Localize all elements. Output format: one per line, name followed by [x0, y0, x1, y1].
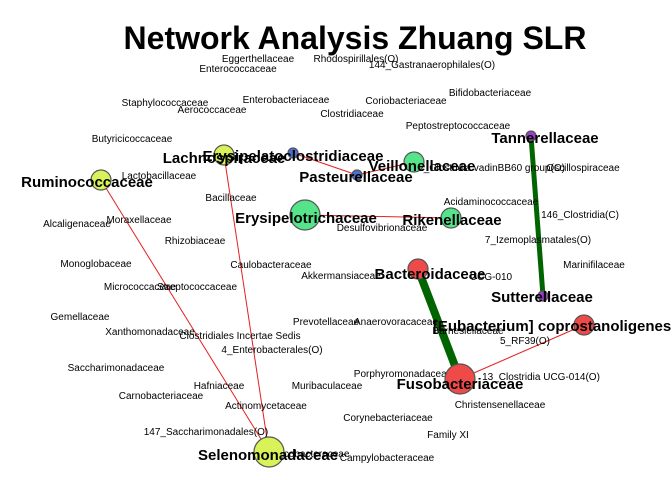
taxon-label-xanthomonadaceae: Xanthomonadaceae — [105, 327, 195, 338]
node-label-ruminococcaceae: Ruminococcaceae — [21, 174, 153, 191]
node-label-eubacterium-coprostanoligenes: [Eubacterium] coprostanoligenes — [433, 318, 671, 335]
taxon-label-4-enterobacterales-o: 4_Enterobacterales(O) — [221, 345, 322, 356]
node-erysipelotrichaceae — [289, 199, 321, 231]
taxon-label-rhodospirillales-o: Rhodospirillales(O) — [313, 54, 398, 65]
taxon-label-carnobacteriaceae: Carnobacteriaceae — [119, 391, 204, 402]
taxon-label-streptococcaceae: Streptococcaceae — [157, 282, 237, 293]
taxon-label-marinifilaceae: Marinifilaceae — [563, 260, 625, 271]
taxon-label-family-xi: Family XI — [427, 430, 469, 441]
node-label-veillonellaceae: Veillonellaceae — [369, 158, 476, 175]
taxon-label-monoglobaceae: Monoglobaceae — [60, 259, 132, 270]
taxon-label-aerococcaceae: Aerococcaceae — [178, 105, 247, 116]
taxon-label-christensenellaceae: Christensenellaceae — [455, 400, 546, 411]
taxon-label-enterobacteriaceae: Enterobacteriaceae — [243, 95, 330, 106]
taxon-label-acidaminococcaceae: Acidaminococcaceae — [444, 197, 539, 208]
taxon-label-oscillospiraceae: Oscillospiraceae — [546, 163, 620, 174]
node-erysipelatoclostridiaceae — [287, 147, 299, 159]
taxon-label-144-gastranaerophilales-o: 144_Gastranaerophilales(O) — [369, 60, 495, 71]
node-label-tannerellaceae: Tannerellaceae — [491, 130, 598, 147]
node-label-selenomonadaceae: Selenomonadaceae — [198, 447, 338, 464]
nodes-layer — [90, 130, 595, 468]
node-selenomonadaceae — [253, 436, 285, 468]
taxon-label-13-clostridia-ucg-014-o: 13_Clostridia UCG-014(O) — [482, 372, 600, 383]
taxon-label-akkermansiaceae: Akkermansiaceae — [301, 271, 381, 282]
edge-bacteroidaceae-fusobacteriaceae — [414, 267, 464, 381]
figure-title: Network Analysis Zhuang SLR — [123, 20, 587, 56]
node-bacteroidaceae — [407, 258, 429, 280]
taxon-label-helicobacteraceae: Helicobacteraceae — [267, 449, 350, 460]
taxon-label-146-clostridia-c: 146_Clostridia(C) — [541, 210, 619, 221]
edge-erysipelotrichaceae-rikenellaceae — [304, 214, 452, 219]
taxon-label-moraxellaceae: Moraxellaceae — [106, 215, 171, 226]
edge-fusobacteriaceae-eubacterium-coprostanoligenes — [459, 324, 585, 380]
edges-layer — [100, 135, 585, 453]
taxon-label-micrococcaceae: Micrococcaceae — [104, 282, 177, 293]
taxon-label-7-izemoplasmatales-o: 7_Izemoplasmatales(O) — [485, 235, 591, 246]
taxon-label-barnesiellaceae: Barnesiellaceae — [432, 326, 504, 337]
taxon-label-staphylococcaceae: Staphylococcaceae — [122, 98, 209, 109]
node-eubacterium-coprostanoligenes — [573, 314, 595, 336]
node-label-rikenellaceae: Rikenellaceae — [402, 212, 501, 229]
taxon-label-caulobacteraceae: Caulobacteraceae — [230, 260, 312, 271]
node-rikenellaceae — [440, 207, 462, 229]
edge-erysipelatoclostridiaceae-pasteurellaceae — [292, 152, 358, 176]
unconnected-labels-layer: Eggerthellaceae Rhodospirillales(O)144_Ga… — [43, 54, 625, 464]
taxon-label-muribaculaceae: Muribaculaceae — [292, 381, 363, 392]
taxon-label-gemellaceae: Gemellaceae — [51, 312, 110, 323]
taxon-label-desulfovibrionaceae: Desulfovibrionaceae — [337, 223, 428, 234]
taxon-label-enterococcaceae: Enterococcaceae — [199, 64, 277, 75]
edge-lachnospiraceae-selenomonadaceae — [223, 154, 270, 453]
taxon-label-alcaligenaceae: Alcaligenaceae — [43, 219, 111, 230]
taxon-label-5-rf39-o: 5_RF39(O) — [500, 336, 550, 347]
taxon-label-peptostreptococcaceae: Peptostreptococcaceae — [406, 121, 511, 132]
taxon-label-eggerthellaceae: Eggerthellaceae — [222, 54, 295, 65]
taxon-label-147-saccharimonadales-o: 147_Saccharimonadales(O) — [144, 427, 269, 438]
taxon-label-clostridiaceae: Clostridiaceae — [320, 109, 384, 120]
taxon-label-rhizobiaceae: Rhizobiaceae — [165, 236, 226, 247]
node-labels-layer: Ruminococcaceae LachnospiraceaeSelenomona… — [21, 130, 671, 464]
edge-tannerellaceae-sutterellaceae — [528, 135, 546, 297]
node-label-pasteurellaceae: Pasteurellaceae — [299, 169, 412, 186]
taxon-label-butyricicoccaceae: Butyricicoccaceae — [92, 134, 173, 145]
taxon-label-131-clostridia-vadinbb60-group-o: 131_Clostridia vadinBB60 group(O) — [407, 163, 565, 174]
taxon-label-actinomycetaceae: Actinomycetaceae — [225, 401, 307, 412]
node-label-lachnospiraceae: Lachnospiraceae — [163, 150, 286, 167]
taxon-label-corynebacteriaceae: Corynebacteriaceae — [343, 413, 433, 424]
node-pasteurellaceae — [351, 169, 363, 181]
node-label-erysipelatoclostridiaceae: Erysipelatoclostridiaceae — [203, 148, 384, 165]
taxon-label-prevotellaceae: Prevotellaceae — [293, 317, 360, 328]
edge-ruminococcaceae-selenomonadaceae — [100, 179, 270, 453]
taxon-label-ucg-010: UCG-010 — [470, 272, 513, 283]
taxon-label-lactobacillaceae: Lactobacillaceae — [122, 171, 197, 182]
taxon-label-bifidobacteriaceae: Bifidobacteriaceae — [449, 88, 532, 99]
node-sutterellaceae — [537, 290, 549, 302]
taxon-label-clostridiales-incertae-sedis: Clostridiales Incertae Sedis — [179, 331, 300, 342]
node-ruminococcaceae — [90, 169, 112, 191]
taxon-label-hafniaceae: Hafniaceae — [194, 381, 245, 392]
taxon-label-porphyromonadaceae: Porphyromonadaceae — [354, 369, 453, 380]
taxon-label-anaerovoracaceae: Anaerovoracaceae — [354, 317, 438, 328]
node-tannerellaceae — [525, 130, 537, 142]
node-label-bacteroidaceae: Bacteroidaceae — [375, 266, 486, 283]
node-veillonellaceae — [403, 151, 425, 173]
taxon-label-campylobacteraceae: Campylobacteraceae — [340, 453, 435, 464]
node-fusobacteriaceae — [444, 363, 476, 395]
node-label-erysipelotrichaceae: Erysipelotrichaceae — [235, 210, 377, 227]
node-label-sutterellaceae: Sutterellaceae — [491, 289, 593, 306]
taxon-label-saccharimonadaceae: Saccharimonadaceae — [68, 363, 165, 374]
node-label-fusobacteriaceae: Fusobacteriaceae — [397, 376, 524, 393]
taxon-label-coriobacteriaceae: Coriobacteriaceae — [365, 96, 447, 107]
node-lachnospiraceae — [213, 144, 235, 166]
taxon-label-bacillaceae: Bacillaceae — [205, 193, 257, 204]
